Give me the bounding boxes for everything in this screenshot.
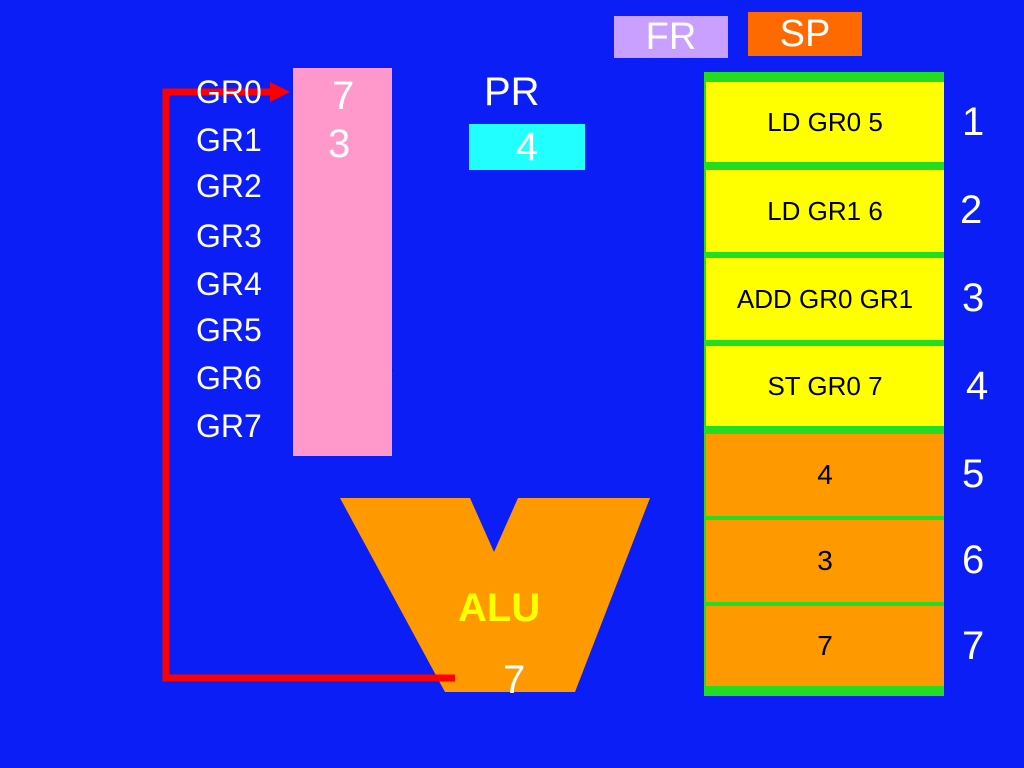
sp-label: SP [779,13,831,55]
memory-address-2: 2 [960,188,983,232]
register-label-gr4: GR4 [196,266,262,302]
result-path-line [162,88,455,682]
fr-box: FR [614,16,728,58]
pr-label: PR [484,70,540,114]
memory-cell-content: ADD GR0 GR1 [736,283,914,314]
register-label-gr5: GR5 [196,312,262,348]
gr1-value: 3 [328,122,351,166]
memory-address-3: 3 [962,276,985,320]
memory-cell-1: LD GR0 5 [706,82,944,162]
alu-label: ALU [458,586,541,630]
register-label-gr2: GR2 [196,168,262,204]
register-label-gr3: GR3 [196,218,262,254]
pr-box: 4 [469,124,585,170]
memory-address-5: 5 [962,452,985,496]
fr-label: FR [645,16,697,58]
memory-cell-3: ADD GR0 GR1 [706,258,944,340]
memory-address-4: 4 [966,364,989,408]
memory-cell-2: LD GR1 6 [706,170,944,252]
pr-value: 4 [515,125,539,169]
register-label-gr6: GR6 [196,360,262,396]
alu-result: 7 [503,658,526,702]
register-panel [293,68,392,456]
memory-cell-content: 7 [817,630,833,661]
memory-cell-content: 3 [817,545,833,576]
memory-cell-content: LD GR1 6 [767,195,883,226]
register-label-gr0: GR0 [196,74,262,110]
sp-box: SP [748,12,862,56]
arrow-right-icon [270,82,290,102]
memory-cell-5: 4 [706,434,944,516]
memory-cell-7: 7 [706,606,944,686]
memory-cell-content: ST GR0 7 [767,370,883,401]
memory-cell-4: ST GR0 7 [706,346,944,426]
memory-cell-content: LD GR0 5 [767,106,883,137]
register-label-gr1: GR1 [196,122,262,158]
gr0-value: 7 [332,74,355,118]
memory-address-7: 7 [962,624,985,668]
memory-address-6: 6 [962,538,985,582]
memory-cell-6: 3 [706,520,944,602]
register-label-gr7: GR7 [196,408,262,444]
memory-cell-content: 4 [817,459,833,490]
memory-address-1: 1 [962,100,985,144]
alu-shape [340,498,650,692]
